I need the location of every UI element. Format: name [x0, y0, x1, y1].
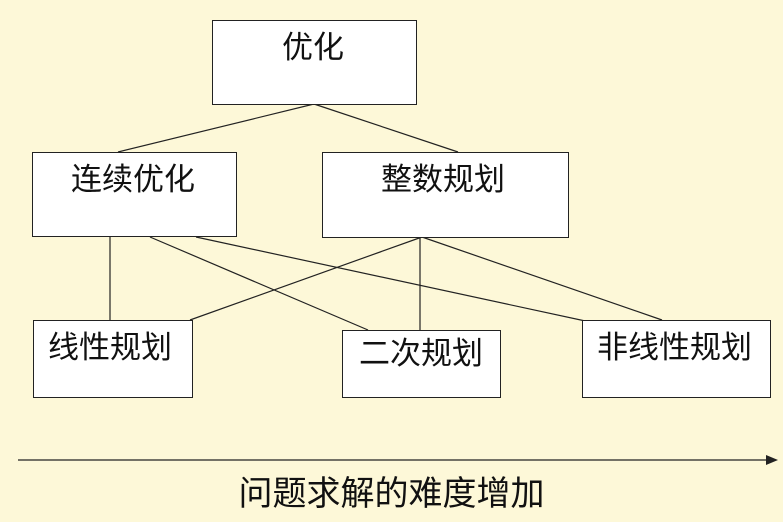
node-linear-programming-label: 线性规划	[48, 330, 172, 366]
difficulty-axis-arrowhead	[766, 455, 778, 465]
node-quadratic-programming: 二次规划	[342, 330, 501, 398]
node-quadratic-programming-label: 二次规划	[359, 336, 483, 372]
edge-integer-nonlinear	[421, 236, 663, 321]
edge-integer-linear	[189, 236, 423, 321]
node-nonlinear-programming: 非线性规划	[582, 320, 771, 398]
edge-root-continuous	[117, 103, 315, 153]
node-nonlinear-programming-label: 非线性规划	[597, 330, 752, 366]
node-integer-programming-label: 整数规划	[381, 162, 505, 198]
edge-continuous-quadratic	[149, 236, 369, 331]
edge-root-integer	[313, 103, 459, 153]
node-integer-programming: 整数规划	[322, 152, 569, 238]
node-continuous-optimization: 连续优化	[32, 152, 237, 237]
node-optimization-label: 优化	[282, 30, 344, 66]
edge-continuous-nonlinear	[195, 236, 591, 323]
node-continuous-optimization-label: 连续优化	[71, 162, 195, 198]
node-optimization: 优化	[212, 20, 417, 105]
node-linear-programming: 线性规划	[33, 320, 193, 398]
difficulty-axis-caption: 问题求解的难度增加	[238, 474, 545, 514]
